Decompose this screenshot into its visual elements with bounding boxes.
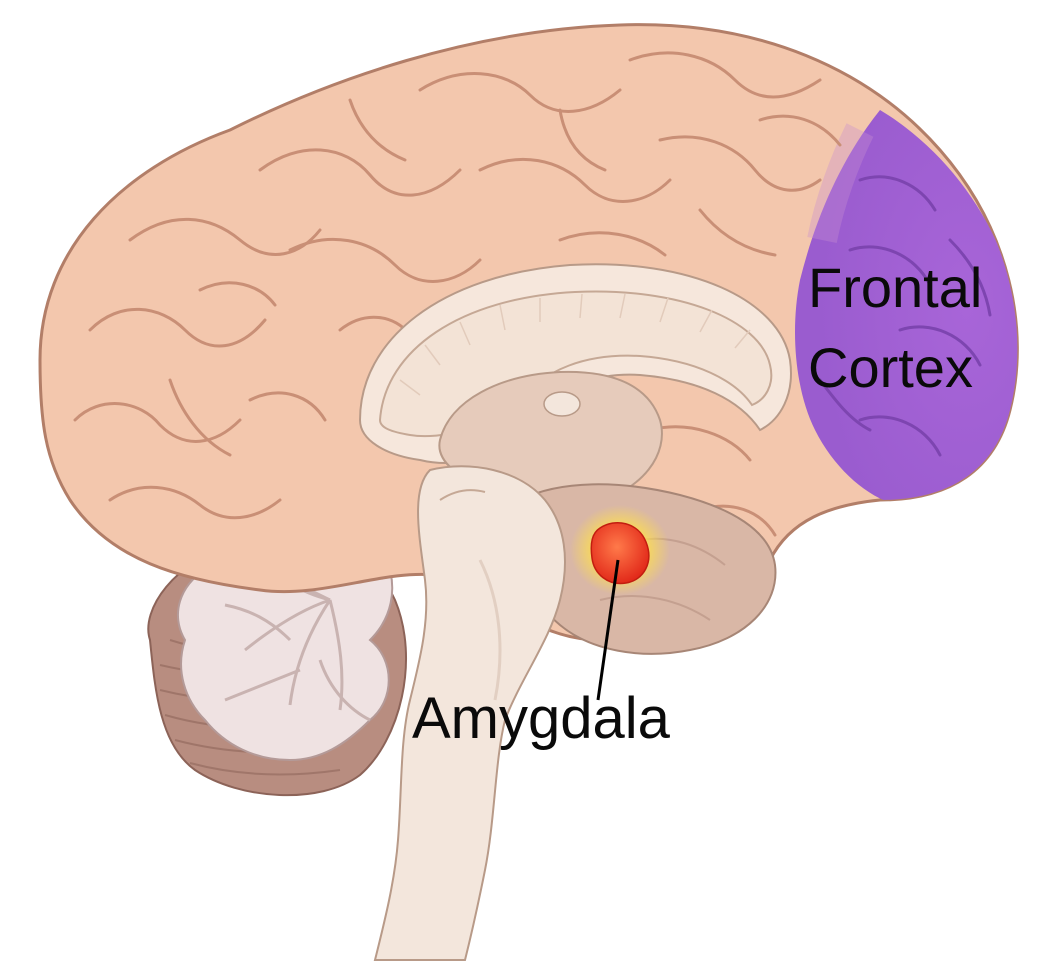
frontal-label-line1: Frontal: [808, 256, 982, 319]
frontal-label-line2: Cortex: [808, 336, 973, 399]
amygdala-marker: [570, 505, 670, 595]
amygdala-label: Amygdala: [412, 686, 671, 751]
